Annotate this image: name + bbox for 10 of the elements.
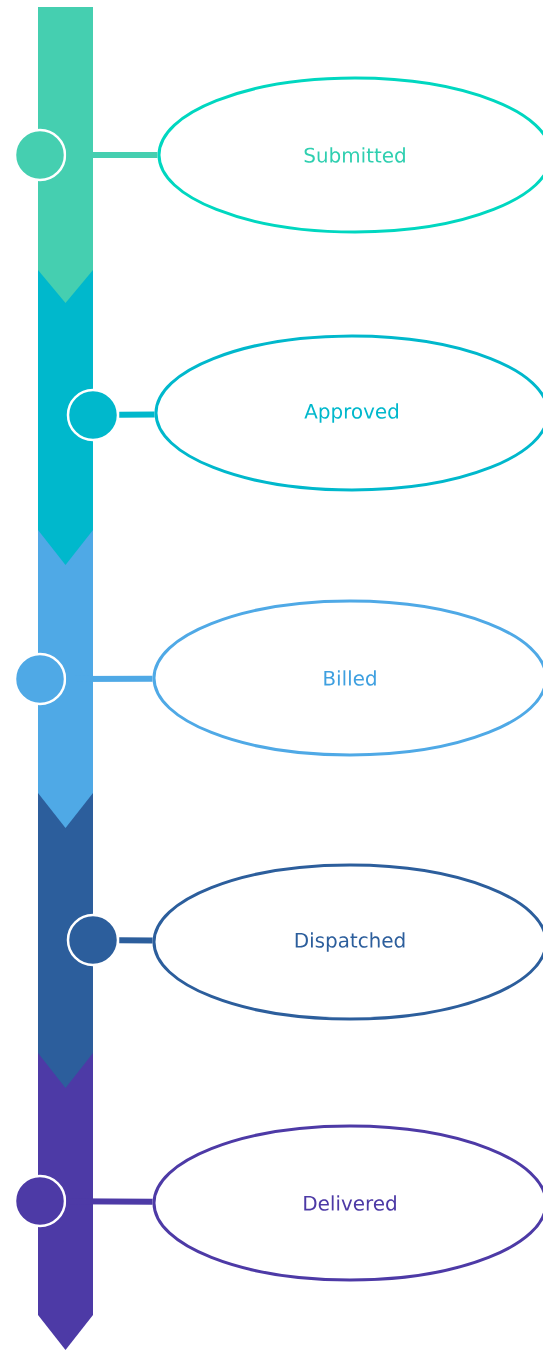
- connector-line: [119, 937, 153, 944]
- connector-line: [66, 1198, 153, 1205]
- connector-line: [66, 675, 153, 682]
- connector-line: [66, 152, 158, 158]
- timeline-circle: [66, 913, 120, 967]
- timeline-circle: [66, 388, 120, 442]
- timeline-circle: [13, 652, 67, 706]
- timeline-circle: [13, 128, 67, 182]
- timeline-circle: [13, 1174, 67, 1228]
- connector-line: [119, 411, 155, 418]
